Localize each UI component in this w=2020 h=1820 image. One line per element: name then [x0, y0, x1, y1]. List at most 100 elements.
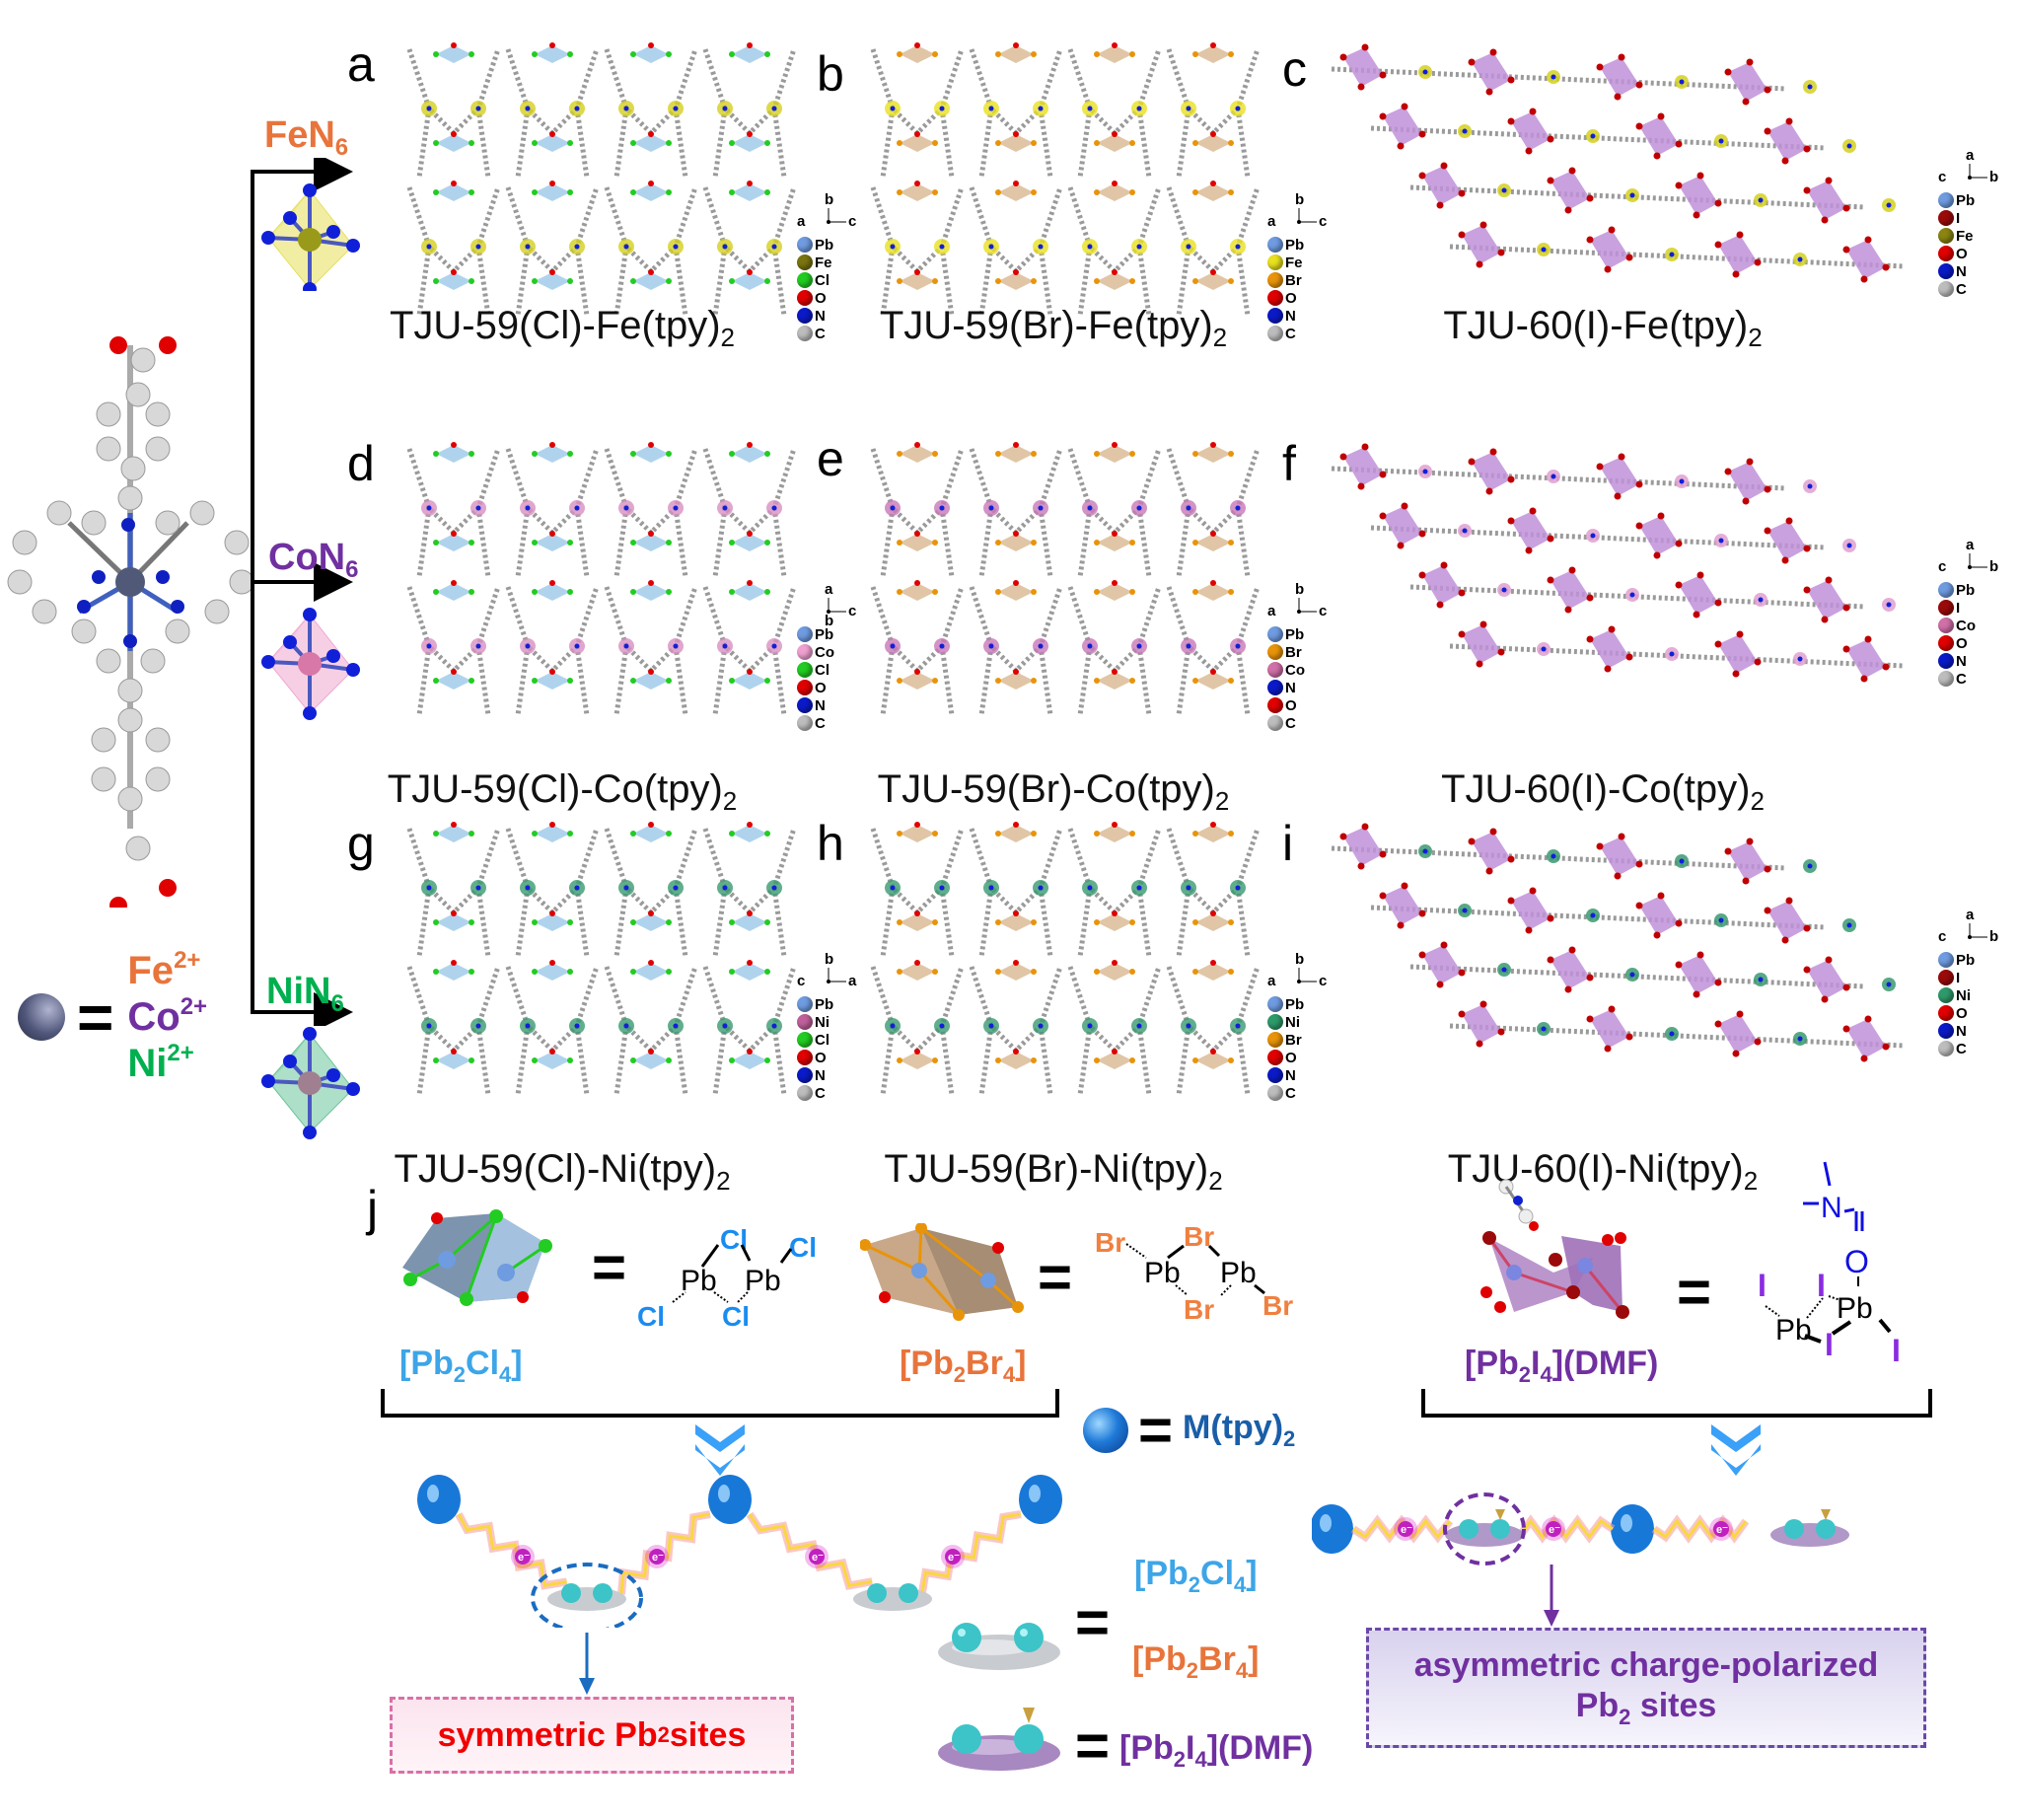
- legend-element-label: Pb: [1956, 951, 1976, 969]
- pb2-cluster: [535, 534, 570, 551]
- panel-caption-a: TJU-59(Cl)-Fe(tpy)2: [389, 304, 735, 352]
- legend-element-label: N: [815, 1066, 826, 1084]
- panel-caption-f: TJU-60(I)-Co(tpy)2: [1441, 767, 1765, 816]
- axis-label-left: c: [1938, 928, 1947, 945]
- pb-atom-1: Pb: [1144, 1257, 1181, 1289]
- br-terminal-left: Br: [1095, 1227, 1125, 1258]
- mtpy-node: [1312, 1504, 1353, 1554]
- svg-text:e⁻: e⁻: [1716, 1524, 1728, 1536]
- axis-label-up: b: [1295, 951, 1305, 968]
- pb2-cluster: [633, 583, 669, 601]
- legend-element-label: C: [1956, 280, 1967, 298]
- legend-item-o: O: [1267, 289, 1346, 307]
- legend-item-i: I: [1938, 969, 2017, 986]
- pb2-cluster: [535, 963, 570, 981]
- legend-item-c: C: [1267, 1084, 1346, 1102]
- equals-i: =: [1677, 1259, 1712, 1325]
- axis-label-left: c: [1938, 558, 1947, 575]
- nin6-octahedron-icon: [261, 1027, 360, 1139]
- legend-element-label: O: [1956, 634, 1968, 652]
- atom-ball-icon: [797, 1050, 813, 1065]
- pb2br4-polyhedron-model: [860, 1223, 1024, 1321]
- atom-ball-icon: [797, 272, 813, 288]
- site-legend-pb2i4-dmf: [Pb2I4](DMF): [1119, 1729, 1314, 1772]
- panel-letter-a: a: [347, 36, 375, 92]
- tpy-ligand-model: [7, 336, 254, 908]
- arrow-to-asymmetric-box: [1544, 1565, 1559, 1627]
- pb2-cluster: [998, 272, 1034, 290]
- pb2i4-cluster: [1383, 107, 1422, 146]
- legend-item-br: Br: [1267, 271, 1346, 289]
- legend-item-n: N: [1267, 679, 1346, 696]
- pb2-cluster: [1195, 672, 1231, 690]
- atom-ball-icon: [1267, 1050, 1283, 1065]
- pb2-cluster: [633, 672, 669, 690]
- legend-item-n: N: [1267, 307, 1346, 325]
- legend-item-c: C: [1938, 670, 2017, 688]
- atom-ball-icon: [1938, 210, 1954, 226]
- panel-caption-h: TJU-59(Br)-Ni(tpy)2: [884, 1147, 1223, 1196]
- panel-letter-i: i: [1282, 816, 1294, 871]
- crystal-structure-g: [406, 822, 797, 1096]
- pb2i4-cluster: [1679, 955, 1718, 994]
- legend-element-label: C: [1285, 1084, 1296, 1102]
- atom-ball-icon: [797, 715, 813, 731]
- legend-item-ni: Ni: [1938, 986, 2017, 1004]
- pb2i4-cluster: [1768, 121, 1807, 161]
- pb2i4-cluster: [1472, 52, 1511, 92]
- chevron-down-icon-left: [695, 1424, 745, 1476]
- axis-label-left: a: [1267, 603, 1276, 619]
- n-atom: [303, 282, 317, 291]
- pb2-cluster: [535, 445, 570, 463]
- pb2i4-cluster: [1768, 521, 1807, 560]
- pb2i4-cluster: [1639, 896, 1679, 935]
- ion-ni: Ni2+: [127, 1040, 194, 1085]
- pb2i4-cluster: [1639, 116, 1679, 156]
- pb2-cluster: [633, 134, 669, 152]
- pb2-cluster: [633, 825, 669, 842]
- legend-item-n: N: [1938, 652, 2017, 670]
- n-atom: [261, 231, 275, 245]
- pb2-cluster: [900, 134, 935, 152]
- axis-label-left: a: [1267, 213, 1276, 230]
- pb2-cluster: [900, 272, 935, 290]
- pb2-cluster: [900, 534, 935, 551]
- n-atom: [283, 1055, 297, 1068]
- legend-item-o: O: [1267, 1049, 1346, 1066]
- pb2i4-cluster: [1511, 111, 1551, 151]
- panel-caption-g: TJU-59(Cl)-Ni(tpy)2: [394, 1147, 731, 1196]
- pb2i4-cluster: [1462, 624, 1501, 664]
- pb-atom-1: Pb: [681, 1265, 717, 1297]
- pb2-cluster: [900, 445, 935, 463]
- crystal-structure-c: [1331, 43, 1905, 283]
- pb2-cluster: [535, 272, 570, 290]
- legend-item-c: C: [1938, 280, 2017, 298]
- pb2-cluster: [1097, 672, 1132, 690]
- pb2i4-cluster: [1590, 230, 1629, 269]
- pb2-cluster: [998, 825, 1034, 842]
- legend-item-o: O: [797, 289, 876, 307]
- legend-element-label: O: [1285, 1049, 1297, 1066]
- atom-ball-icon: [1938, 1023, 1954, 1039]
- group-bracket-symmetric: [381, 1389, 1059, 1418]
- atom-ball-icon: [797, 626, 813, 642]
- atom-ball-icon: [797, 697, 813, 713]
- legend-element-label: O: [1956, 1004, 1968, 1022]
- legend-element-label: I: [1956, 969, 1961, 986]
- metal-sphere-icon: [18, 992, 65, 1041]
- atom-ball-icon: [1938, 970, 1954, 985]
- arrow-to-symmetric-box: [579, 1633, 595, 1695]
- pb2i4-cluster: [1718, 1014, 1758, 1054]
- atom-ball-icon: [1267, 697, 1283, 713]
- pb2i4-cluster: [1551, 171, 1590, 210]
- atom-ball-icon: [797, 1014, 813, 1030]
- pb2-cluster: [1097, 134, 1132, 152]
- legend-item-i: I: [1938, 599, 2017, 617]
- transfer-wave: [455, 1512, 568, 1590]
- metal-ion-list: Fe2+ Co2+ Ni2+: [127, 947, 207, 1086]
- pb2-cluster: [633, 534, 669, 551]
- pb2-cluster: [998, 45, 1034, 63]
- electron-icon: e⁻: [1542, 1517, 1565, 1541]
- highlight-ring-asymmetric: [1443, 1492, 1526, 1565]
